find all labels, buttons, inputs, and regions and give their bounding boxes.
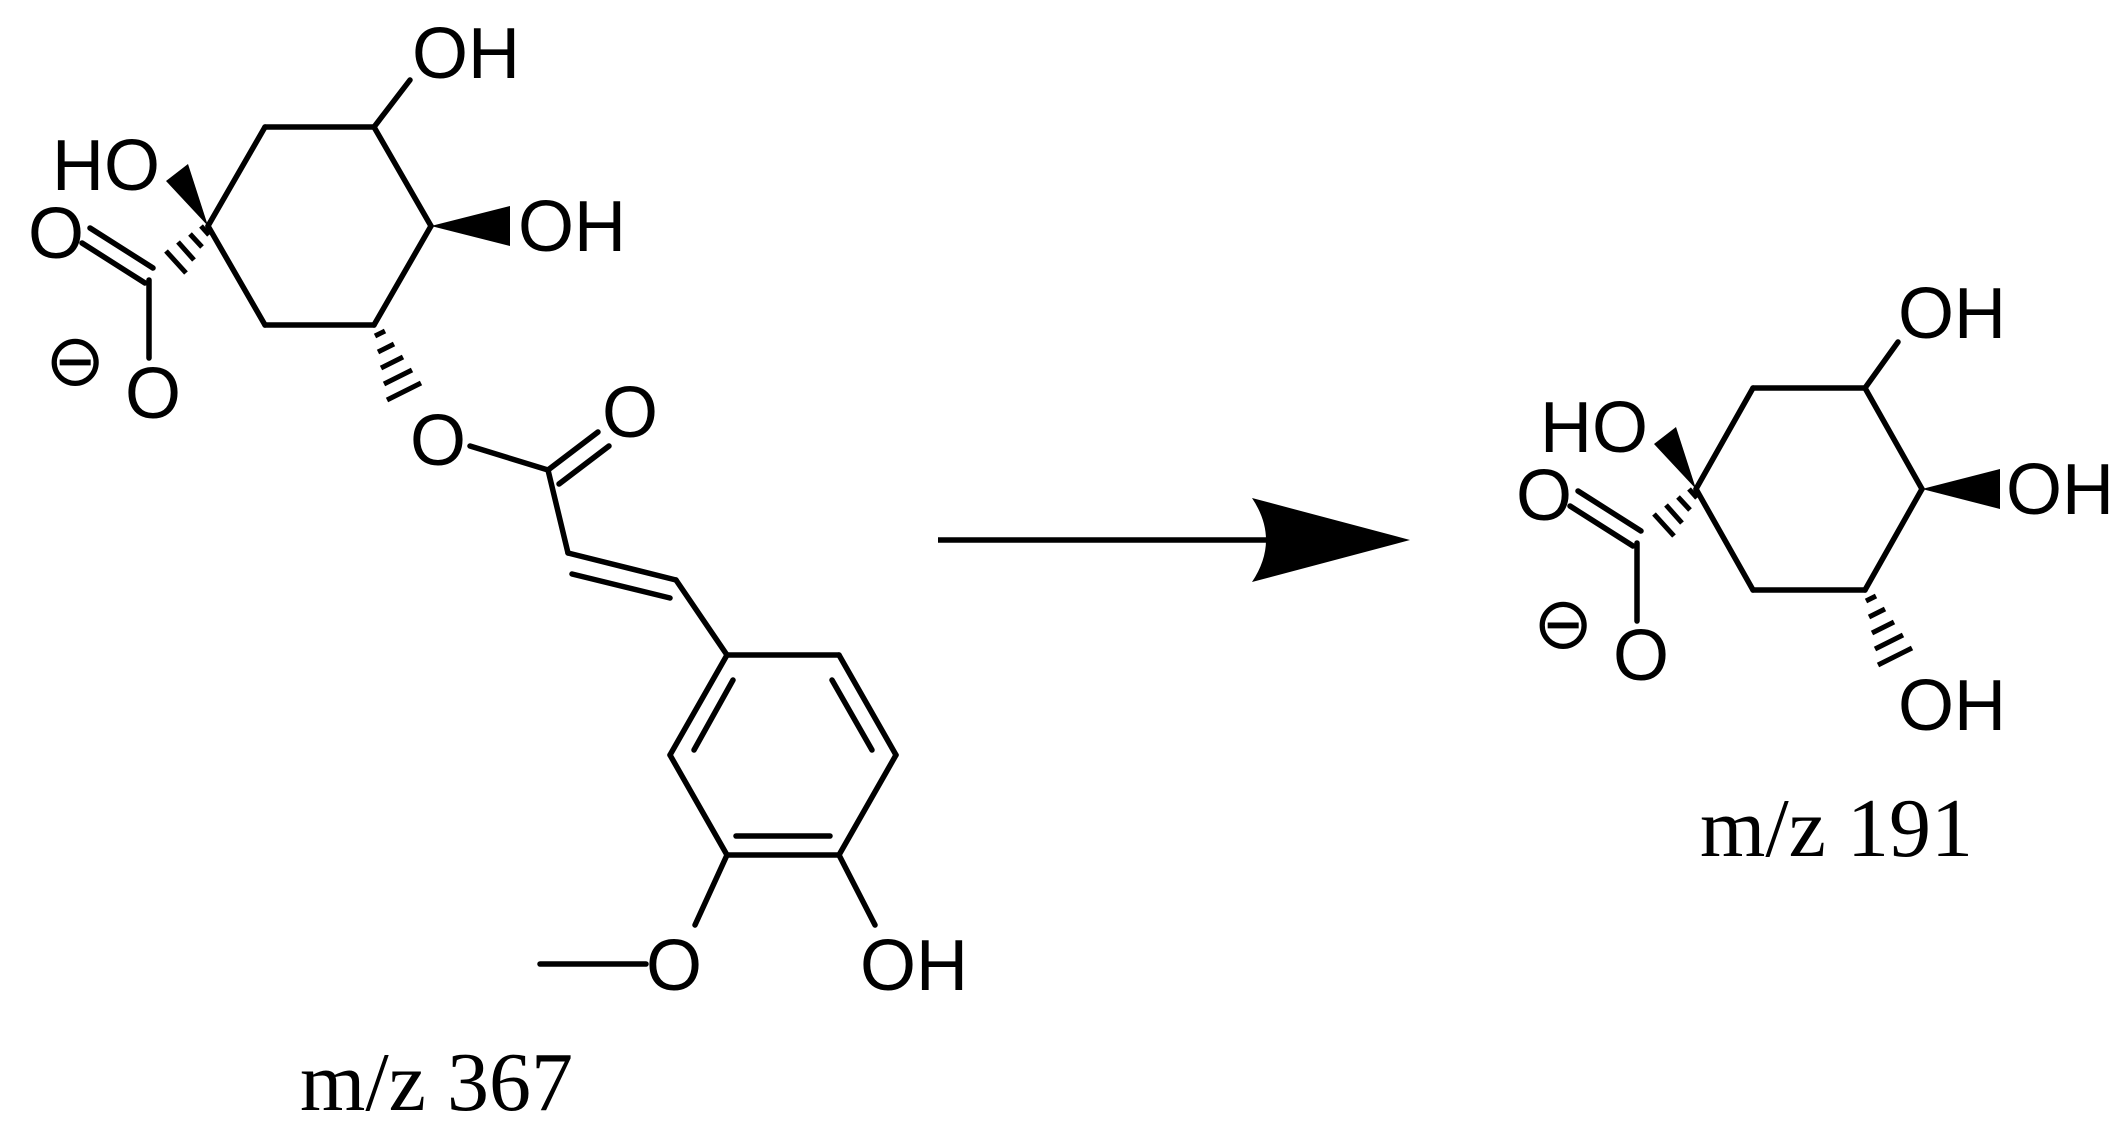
reactant-hash-c1-carboxyl bbox=[164, 224, 211, 275]
reactant-bond-c-o-double-a bbox=[79, 240, 148, 286]
reactant-label-minus: ⊖ bbox=[45, 321, 105, 401]
reactant-label-carboxylate-o: O bbox=[125, 354, 181, 434]
reactant-label-carbonyl-o: O bbox=[28, 194, 84, 274]
product-label-carbonyl-o: O bbox=[1516, 456, 1572, 536]
reactant-label-ho-left: HO bbox=[52, 126, 160, 206]
reactant-label-ester-o: O bbox=[410, 401, 466, 481]
product-molecule: OH HO OH O ⊖ O OH m/z 191 bbox=[1516, 274, 2114, 875]
reactant-quinic-ring bbox=[205, 124, 434, 328]
product-label-ho-left: HO bbox=[1540, 388, 1648, 468]
reaction-arrow bbox=[938, 498, 1410, 582]
reactant-alkene-a bbox=[565, 550, 679, 583]
reactant-caption: m/z 367 bbox=[300, 1036, 573, 1129]
product-label-oh-right: OH bbox=[2006, 450, 2114, 530]
reactant-bond-o-carbonyl bbox=[467, 443, 551, 473]
reactant-aromatic-ring bbox=[667, 652, 899, 858]
product-bond-c-o-double-a bbox=[1567, 503, 1636, 549]
reactant-ester-co-a bbox=[545, 429, 601, 473]
reactant-bond-carbonyl-alkene bbox=[545, 467, 571, 556]
product-label-minus: ⊖ bbox=[1533, 584, 1593, 664]
reactant-bond-aryl-oh bbox=[836, 852, 878, 928]
product-wedge-c1-oh bbox=[1654, 427, 1696, 489]
reactant-bond-c3-oh bbox=[371, 77, 413, 130]
reactant-label-phenol-oh: OH bbox=[860, 926, 968, 1006]
product-quinic-ring bbox=[1693, 385, 1925, 593]
product-bond-c3-oh bbox=[1862, 339, 1901, 391]
product-hash-c1-carboxyl bbox=[1652, 487, 1699, 538]
product-label-carboxylate-o: O bbox=[1613, 616, 1669, 696]
reactant-hash-c5-ester bbox=[373, 328, 423, 403]
product-caption: m/z 191 bbox=[1700, 782, 1973, 875]
product-wedge-c4-oh bbox=[1922, 469, 2000, 509]
reactant-alkene-b bbox=[569, 571, 673, 601]
reactant-ester-co-b bbox=[556, 443, 612, 487]
reactant-bond-aryl-ome bbox=[692, 852, 730, 928]
reactant-bond-alkene-aryl bbox=[673, 577, 730, 658]
product-hash-c5-oh bbox=[1864, 593, 1914, 668]
reactant-label-ester-carbonyl-o: O bbox=[602, 373, 658, 453]
reactant-wedge-c4-oh bbox=[431, 206, 510, 246]
reactant-wedge-c1-oh bbox=[166, 164, 208, 226]
reactant-label-oh-top: OH bbox=[412, 14, 520, 94]
product-bond-c-o-double-b bbox=[1575, 488, 1644, 534]
reactant-label-methoxy-o: O bbox=[646, 926, 702, 1006]
product-label-oh-bottom: OH bbox=[1898, 666, 2006, 746]
product-label-oh-top: OH bbox=[1898, 274, 2006, 354]
reactant-label-oh-right: OH bbox=[518, 187, 626, 267]
reactant-bond-c-o-double-b bbox=[87, 225, 156, 271]
reactant-molecule: OH HO OH O ⊖ O O O O OH m/z 367 bbox=[28, 14, 968, 1129]
